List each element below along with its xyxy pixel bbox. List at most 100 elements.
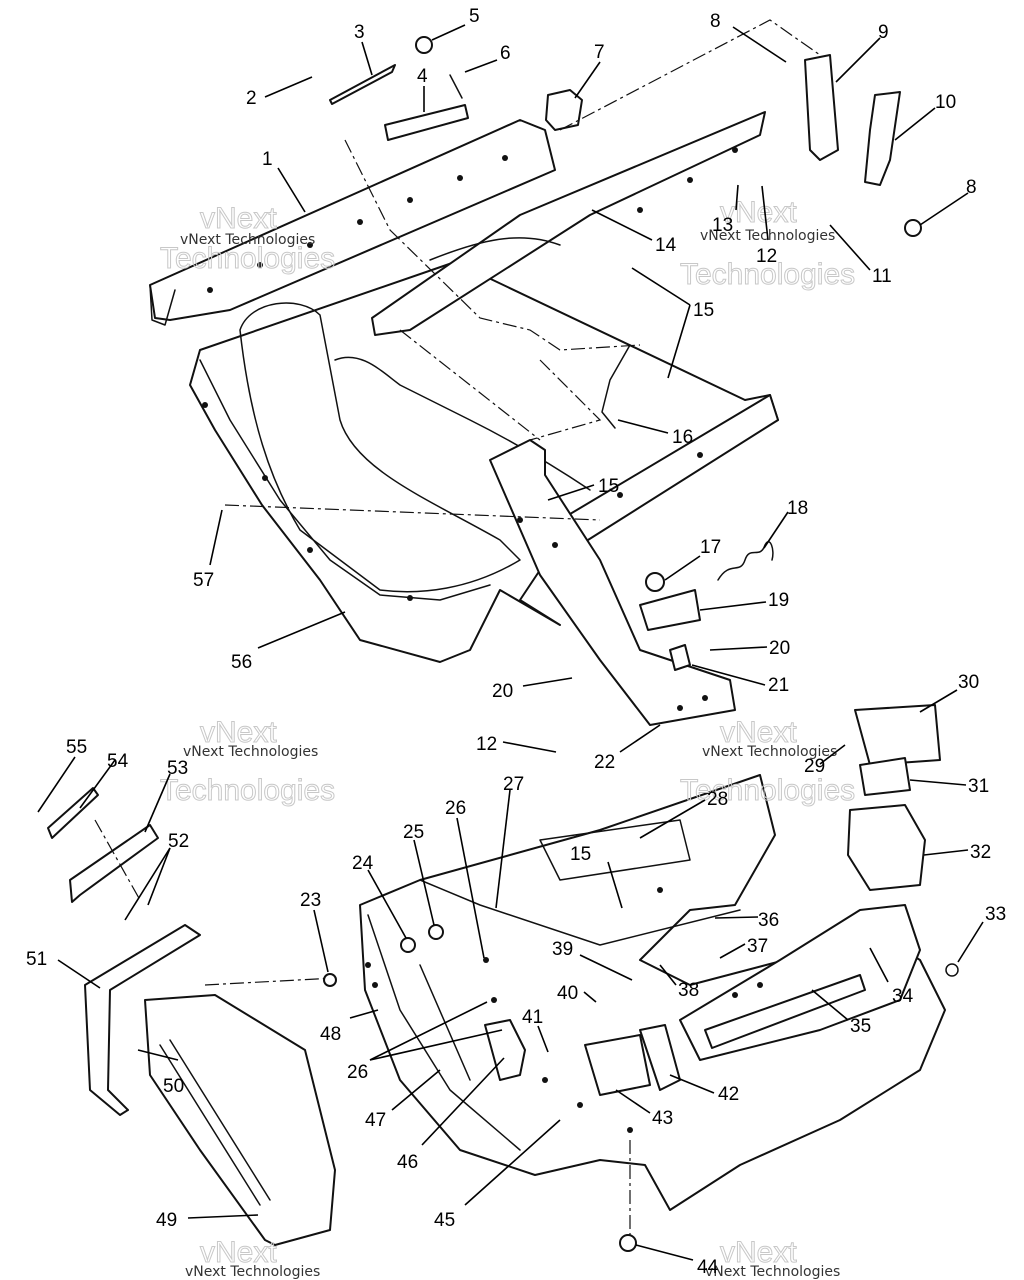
watermark-top-right: vNext Technologies vNext Technologies [680,196,856,292]
dash-panel-hinge [149,284,176,326]
svg-text:23: 23 [300,890,321,911]
svg-text:50: 50 [163,1076,184,1097]
svg-text:27: 27 [503,774,524,795]
grommet-17 [645,572,665,592]
svg-text:49: 49 [156,1210,177,1231]
callout-46: 46 [397,1057,505,1173]
screw-6 [449,74,463,99]
svg-text:41: 41 [522,1007,543,1028]
svg-text:30: 30 [958,672,979,693]
mount-53 [69,824,159,903]
watermark-top-left: vNext Technologies vNext Technologies [160,202,336,276]
callout-20b: 20 [492,677,573,702]
box-32 [847,804,926,891]
nut-44 [619,1234,637,1252]
callout-54: 54 [79,751,129,809]
svg-text:vNext: vNext [720,196,797,229]
callout-26a: 26 [445,798,485,959]
callout-7: 7 [574,42,605,99]
callout-2: 2 [246,76,313,109]
callout-6: 6 [464,43,511,73]
callout-32: 32 [923,842,991,863]
rear-tub-rim [367,879,741,1151]
bin-strip-35 [704,974,866,1049]
callout-4: 4 [417,66,428,112]
callout-14: 14 [591,209,677,256]
callout-39: 39 [552,939,633,981]
callout-12a: 12 [756,185,777,267]
callout-43: 43 [615,1089,673,1129]
svg-text:40: 40 [557,983,578,1004]
svg-text:21: 21 [768,675,789,696]
svg-text:13: 13 [712,215,733,236]
callout-42: 42 [669,1074,739,1105]
svg-text:vNext: vNext [720,716,797,749]
svg-text:39: 39 [552,939,573,960]
callout-33: 33 [957,904,1006,963]
svg-text:Technologies: Technologies [680,774,855,807]
bracket-43 [584,1034,651,1096]
mounting-holes-top [202,147,738,711]
svg-text:38: 38 [678,980,699,1001]
svg-text:51: 51 [26,949,47,970]
front-cab-assembly [149,19,922,726]
watermark-bottom-right: vNext vNext Technologies [705,1236,840,1280]
front-cab-inner-rim [334,356,591,491]
callout-19: 19 [699,590,789,611]
rear-tub [359,774,946,1211]
svg-text:55: 55 [66,737,87,758]
svg-text:2: 2 [246,88,257,109]
svg-text:42: 42 [718,1084,739,1105]
callout-45: 45 [434,1119,561,1231]
svg-text:vNext: vNext [200,716,277,749]
svg-text:12: 12 [756,246,777,267]
callout-47: 47 [365,1069,441,1131]
svg-text:vNext: vNext [720,1236,797,1269]
svg-text:5: 5 [469,6,480,27]
svg-text:vNext Technologies: vNext Technologies [702,744,837,760]
svg-text:52: 52 [168,831,189,852]
callout-31: 31 [909,776,989,797]
callout-44: 44 [635,1244,719,1278]
svg-text:54: 54 [107,751,129,772]
callout-5: 5 [431,6,480,41]
callout-30: 30 [919,672,979,713]
svg-text:57: 57 [193,570,214,591]
trim-strip [384,104,469,141]
callout-49: 49 [156,1210,259,1231]
clamp-21 [669,644,691,671]
callout-13: 13 [712,184,739,236]
hinge-plate [804,54,839,161]
pin-33 [945,963,959,977]
svg-text:47: 47 [365,1110,386,1131]
svg-text:Technologies: Technologies [680,258,855,291]
svg-text:10: 10 [935,92,956,113]
watermark-mid-right: vNext Technologies vNext Technologies [680,716,856,808]
front-cab-seat-well [239,302,521,593]
callout-27: 27 [495,774,524,909]
callout-8b: 8 [919,177,977,226]
svg-text:31: 31 [968,776,989,797]
callout-41: 41 [522,1007,549,1053]
support-rod-knob [904,219,922,237]
nut-23 [323,973,337,987]
callout-57: 57 [193,509,223,591]
svg-text:19: 19 [768,590,789,611]
callout-12b: 12 [476,734,557,755]
svg-text:vNext: vNext [200,202,277,235]
svg-text:vNext: vNext [200,1236,277,1269]
svg-text:26: 26 [347,1062,368,1083]
svg-text:6: 6 [500,43,511,64]
callout-52: 52 [124,831,189,921]
svg-text:29: 29 [804,756,825,777]
svg-text:15: 15 [598,476,619,497]
bumper-bracket-51 [84,924,201,1116]
svg-text:35: 35 [850,1016,871,1037]
callout-9: 9 [835,22,889,83]
svg-text:53: 53 [167,758,188,779]
svg-text:9: 9 [878,22,889,43]
callout-1: 1 [262,149,306,213]
callout-20a: 20 [709,638,790,659]
watermark-bottom-left: vNext vNext Technologies [185,1236,320,1280]
svg-text:Technologies: Technologies [160,242,335,275]
